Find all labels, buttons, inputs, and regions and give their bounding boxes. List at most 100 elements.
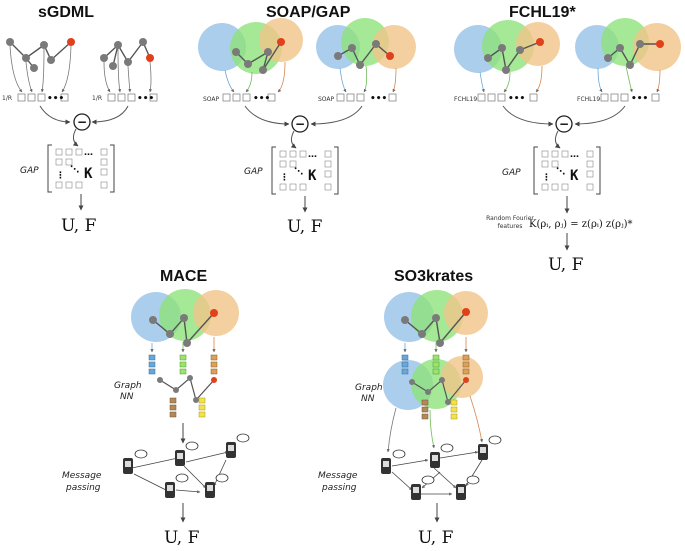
fchl19-title: FCHL19* xyxy=(509,4,576,21)
svg-text:…: … xyxy=(84,148,93,158)
so3-graph-features xyxy=(401,354,470,420)
sgdml-panel: 1/R 1/R ••• ••• − GAP … ⋮ ⋱ K xyxy=(2,38,158,236)
soap-to-kernel-arrow xyxy=(290,130,297,149)
atom xyxy=(114,41,122,49)
sgdml-molecule-a xyxy=(6,38,75,72)
mace-speech-bubbles xyxy=(134,433,250,483)
so3-speech-bubbles xyxy=(392,435,502,485)
mace-output: U, F xyxy=(164,528,200,548)
sgdml-feature-vectors xyxy=(17,93,158,102)
atom xyxy=(139,38,147,46)
sgdml-title: sGDML xyxy=(38,4,94,21)
soap-difference-node xyxy=(291,115,309,133)
atom xyxy=(22,54,30,62)
soap-gap-label: GAP xyxy=(244,167,263,177)
soap-descriptor-label-b: SOAP xyxy=(318,96,335,103)
mace-title: MACE xyxy=(160,268,207,285)
fchl-environments-b xyxy=(575,18,681,71)
fchl-kernel-matrix: … ⋮ ⋱ K xyxy=(533,146,601,195)
sgdml-kernel-symbol: K xyxy=(84,166,93,182)
fchl-output: U, F xyxy=(548,255,584,275)
svg-text:…: … xyxy=(570,150,579,160)
fchl-environments-a xyxy=(454,20,560,74)
sgdml-kernel-matrix: … ⋮ ⋱ K xyxy=(47,144,115,193)
svg-text:⋱: ⋱ xyxy=(556,167,565,177)
so3-mp-label-2: passing xyxy=(321,483,357,493)
minus-icon: − xyxy=(295,117,305,131)
sgdml-gap-label: GAP xyxy=(20,166,39,176)
sgdml-feature-arrows xyxy=(9,45,153,93)
fchl-merge-arrow-a xyxy=(502,105,554,127)
mace-environments xyxy=(131,289,239,347)
so3-mp-label-1: Message xyxy=(318,471,358,481)
fchl-kernel-symbol: K xyxy=(570,168,579,184)
mace-phone-nodes xyxy=(123,442,236,498)
minus-icon: − xyxy=(559,117,569,131)
atom xyxy=(30,64,38,72)
soap-merge-arrow-a xyxy=(244,105,290,127)
fchl-merge-arrow-b xyxy=(574,105,626,127)
mace-mp-label-1: Message xyxy=(62,471,102,481)
atom xyxy=(109,62,117,70)
so3krates-panel: Graph NN xyxy=(318,290,502,548)
mace-mp-label-2: passing xyxy=(65,483,101,493)
sgdml-difference-node xyxy=(73,113,91,131)
atom-highlight xyxy=(146,54,154,62)
fchl-ellipsis-b: ••• xyxy=(631,94,648,104)
so3-env-to-mp-arrows xyxy=(386,395,484,453)
soap-ellipsis-a: ••• xyxy=(253,94,270,104)
sgdml-to-kernel-arrow xyxy=(72,128,79,147)
so3-phone-nodes xyxy=(381,444,488,500)
soap-descriptor-label-a: SOAP xyxy=(203,96,220,103)
fchl-gap-label: GAP xyxy=(502,168,521,178)
so3-message-passing-graph xyxy=(381,435,502,500)
sgdml-descriptor-label-a: 1/R xyxy=(2,95,12,102)
svg-text:⋮: ⋮ xyxy=(542,173,551,183)
atom xyxy=(100,54,108,62)
so3-graph-environments xyxy=(383,356,483,410)
so3-graph-label-2: NN xyxy=(361,394,375,404)
soap-merge-arrow-b xyxy=(310,105,363,127)
rff-label-line-2: features xyxy=(498,223,523,230)
so3krates-title: SO3krates xyxy=(394,268,473,285)
fchl-ellipsis-a: ••• xyxy=(508,94,525,104)
svg-text:…: … xyxy=(308,150,317,160)
so3-output: U, F xyxy=(418,528,454,548)
fchl-feature-vectors xyxy=(477,93,660,102)
so3-environments xyxy=(384,290,488,347)
mace-panel: Graph NN xyxy=(62,289,250,548)
sgdml-descriptor-label-b: 1/R xyxy=(92,95,102,102)
rff-formula: K(ρᵢ, ρⱼ) = z(ρᵢ) z(ρⱼ)* xyxy=(529,219,633,230)
soap-feature-vectors xyxy=(222,93,397,102)
soap-environments-a xyxy=(198,18,303,74)
sgdml-merge-arrow-b xyxy=(91,105,129,125)
svg-text:⋱: ⋱ xyxy=(294,167,303,177)
sgdml-ellipsis-b: ••• xyxy=(137,94,154,104)
svg-text:⋮: ⋮ xyxy=(280,173,289,183)
so3-graph-label-1: Graph xyxy=(355,383,383,393)
soap-gap-title: SOAP/GAP xyxy=(266,4,351,21)
fchl-feature-arrows xyxy=(479,65,661,93)
sgdml-ellipsis-a: ••• xyxy=(47,94,64,104)
atom xyxy=(6,38,14,46)
atom xyxy=(47,56,55,64)
soap-kernel-matrix: … ⋮ ⋱ K xyxy=(271,146,339,195)
mace-graph-label-1: Graph xyxy=(114,381,142,391)
atom-highlight xyxy=(67,38,75,46)
mace-message-passing-graph xyxy=(123,433,250,498)
fchl-descriptor-label-b: FCHL19 xyxy=(577,96,600,103)
fchl19-panel: FCHL19 FCHL19 ••• ••• − GAP … ⋮ ⋱ K xyxy=(454,18,681,275)
soap-kernel-symbol: K xyxy=(308,168,317,184)
rff-label-line-1: Random Fourier xyxy=(486,215,534,222)
sgdml-merge-arrow-a xyxy=(39,105,71,125)
svg-text:⋱: ⋱ xyxy=(70,165,79,175)
fchl-to-kernel-arrow xyxy=(554,130,561,149)
soap-ellipsis-b: ••• xyxy=(370,94,387,104)
soap-feature-arrows xyxy=(224,61,397,93)
minus-icon: − xyxy=(77,115,87,129)
soap-environments-b xyxy=(316,18,416,69)
soap-output: U, F xyxy=(287,217,323,237)
mace-graph-label-2: NN xyxy=(120,392,134,402)
fchl-difference-node xyxy=(555,115,573,133)
